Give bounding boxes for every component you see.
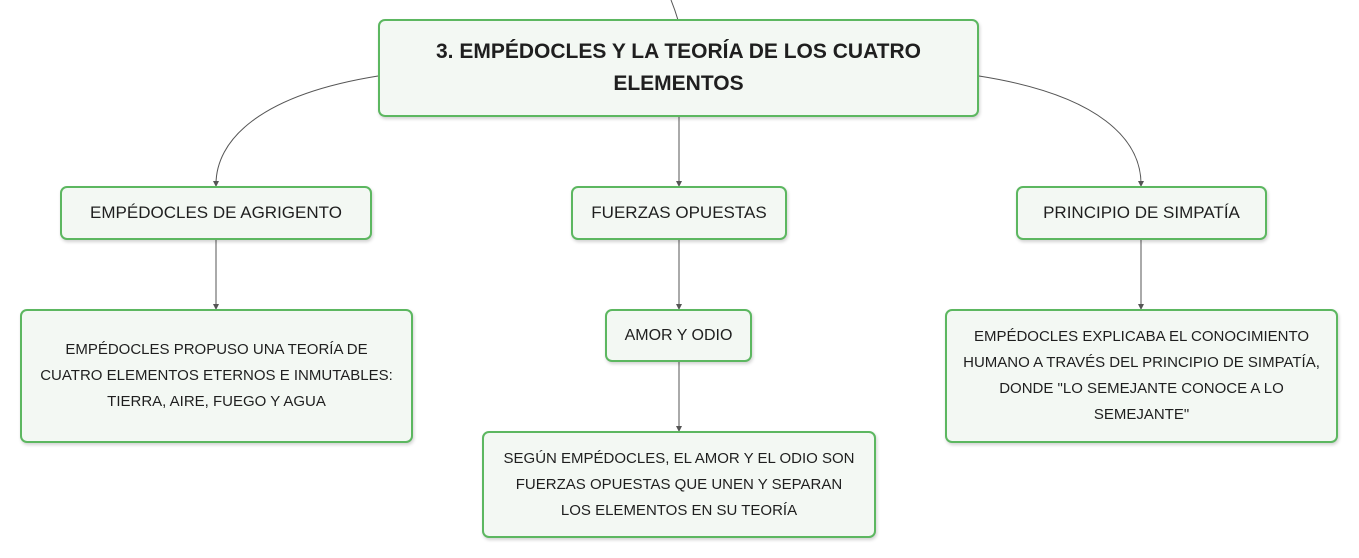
- arrowhead-agrigento: [213, 181, 219, 187]
- branch-node-agrigento[interactable]: EMPÉDOCLES DE AGRIGENTO: [60, 186, 372, 240]
- connector-root-to-simpatia: [978, 75, 1142, 187]
- leaf-node-cuatro-elementos-text: EMPÉDOCLES PROPUSO UNA TEORÍA DE CUATRO …: [40, 341, 393, 410]
- branch-node-simpatia[interactable]: PRINCIPIO DE SIMPATÍA: [1016, 186, 1267, 240]
- branch-node-amor-odio-text: AMOR Y ODIO: [624, 326, 733, 344]
- leaf-node-simpatia[interactable]: EMPÉDOCLES EXPLICABA EL CONOCIMIENTO HUM…: [945, 309, 1338, 443]
- leaf-node-simpatia-text: EMPÉDOCLES EXPLICABA EL CONOCIMIENTO HUM…: [963, 328, 1320, 423]
- branch-node-agrigento-text: EMPÉDOCLES DE AGRIGENTO: [90, 203, 342, 222]
- arrowhead-agrigento-leaf: [213, 304, 219, 310]
- branch-node-fuerzas[interactable]: FUERZAS OPUESTAS: [571, 186, 787, 240]
- arrowhead-amor: [676, 304, 682, 310]
- arrowhead-fuerzas: [676, 181, 682, 187]
- connector-root-to-agrigento: [215, 75, 379, 187]
- branch-node-fuerzas-text: FUERZAS OPUESTAS: [591, 203, 767, 222]
- branch-node-simpatia-text: PRINCIPIO DE SIMPATÍA: [1043, 203, 1240, 222]
- arrowhead-simpatia-leaf: [1138, 304, 1144, 310]
- leaf-node-amor-odio[interactable]: SEGÚN EMPÉDOCLES, EL AMOR Y EL ODIO SON …: [482, 431, 876, 538]
- root-node[interactable]: 3. EMPÉDOCLES Y LA TEORÍA DE LOS CUATRO …: [378, 19, 979, 117]
- connector-incoming: [670, 0, 679, 21]
- arrowhead-amor-leaf: [676, 426, 682, 432]
- leaf-node-amor-odio-text: SEGÚN EMPÉDOCLES, EL AMOR Y EL ODIO SON …: [503, 449, 855, 519]
- leaf-node-cuatro-elementos[interactable]: EMPÉDOCLES PROPUSO UNA TEORÍA DE CUATRO …: [20, 309, 413, 443]
- arrowhead-simpatia: [1138, 181, 1144, 187]
- root-node-text: 3. EMPÉDOCLES Y LA TEORÍA DE LOS CUATRO …: [436, 40, 921, 95]
- branch-node-amor-odio[interactable]: AMOR Y ODIO: [605, 309, 752, 362]
